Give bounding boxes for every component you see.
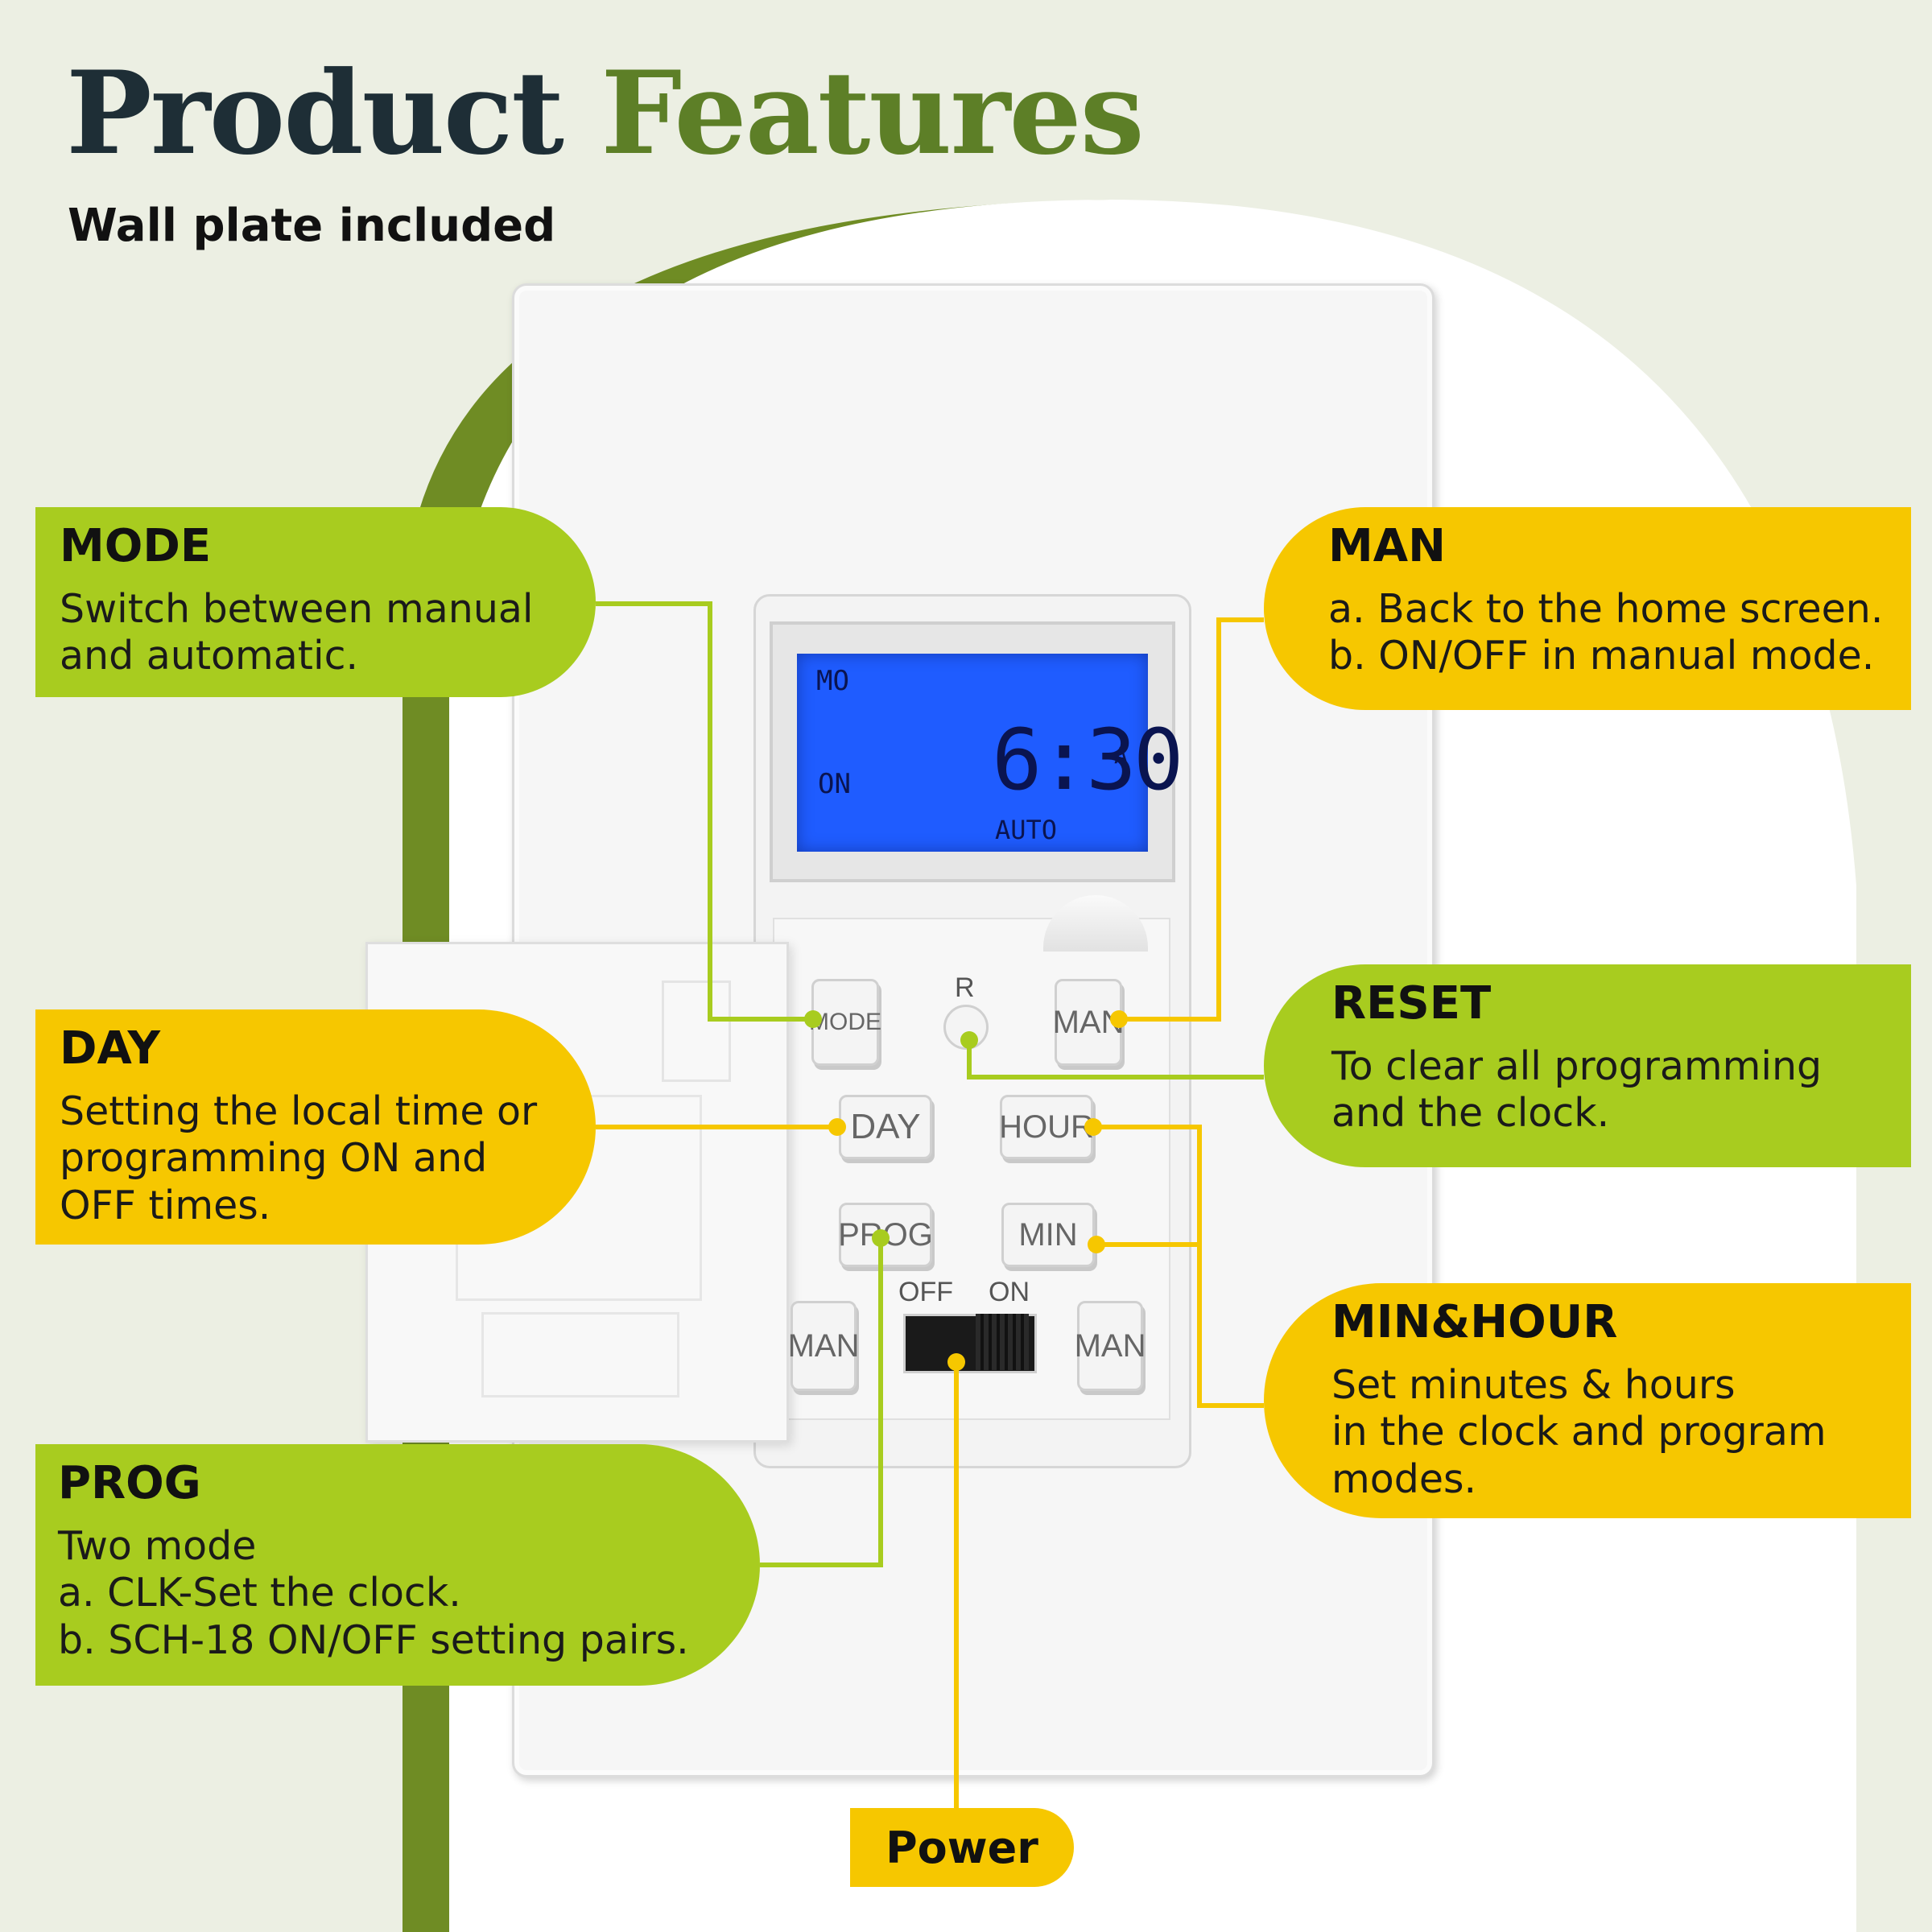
connector-reset [967, 1038, 1264, 1080]
man-left-button[interactable]: MAN [788, 1301, 859, 1391]
switch-off-label: OFF [898, 1277, 953, 1307]
lcd-time: 6:30 [992, 711, 1183, 809]
man-right-button[interactable]: MAN [1075, 1301, 1146, 1391]
callout-reset-text: To clear all programming and the clock. [1331, 1042, 1823, 1137]
callout-man-heading: MAN [1328, 520, 1446, 572]
reset-label: R [955, 972, 975, 1003]
callout-man: MAN a. Back to the home screen. b. ON/OF… [1264, 507, 1911, 710]
day-button[interactable]: DAY [839, 1095, 932, 1159]
callout-mode-text: Switch between manual and automatic. [60, 585, 534, 679]
connector-prog [760, 1238, 883, 1567]
lcd-mode: AUTO [995, 815, 1058, 845]
callout-reset-heading: RESET [1331, 977, 1492, 1030]
callout-reset: RESET To clear all programming and the c… [1264, 964, 1911, 1167]
lcd-state: ON [818, 768, 851, 800]
cover-detail [481, 1312, 679, 1397]
switch-on-label: ON [989, 1277, 1030, 1307]
callout-minhour-heading: MIN&HOUR [1331, 1296, 1618, 1348]
connector-dot [1110, 1010, 1128, 1028]
callout-prog: PROG Two mode a. CLK-Set the clock. b. S… [35, 1444, 760, 1686]
connector-dot [804, 1010, 822, 1028]
callout-day-text: Setting the local time or programming ON… [60, 1088, 538, 1229]
min-button[interactable]: MIN [1001, 1203, 1095, 1267]
page-title: Product Features [66, 56, 1145, 171]
connector-hour [1093, 1125, 1264, 1408]
callout-man-text: a. Back to the home screen. b. ON/OFF in… [1328, 585, 1884, 679]
callout-day: DAY Setting the local time or programmin… [35, 1009, 596, 1245]
callout-day-heading: DAY [60, 1022, 161, 1075]
connector-mode [596, 601, 813, 1022]
connector-dot [1084, 1118, 1102, 1136]
connector-dot [1088, 1236, 1105, 1253]
lcd-screen [797, 654, 1148, 852]
title-word-features: Features [601, 47, 1144, 180]
connector-man [1119, 617, 1264, 1022]
power-switch-knob[interactable] [976, 1314, 1029, 1370]
callout-prog-text: Two mode a. CLK-Set the clock. b. SCH-18… [58, 1522, 689, 1664]
connector-dot [872, 1229, 890, 1247]
callout-minhour: MIN&HOUR Set minutes & hours in the cloc… [1264, 1283, 1911, 1518]
callout-mode: MODE Switch between manual and automatic… [35, 507, 596, 697]
callout-power: Power [850, 1808, 1074, 1887]
connector-dot [947, 1353, 965, 1371]
callout-prog-heading: PROG [58, 1457, 201, 1509]
connector-dot [960, 1031, 978, 1049]
hour-button[interactable]: HOUR [999, 1095, 1094, 1159]
page-subtitle: Wall plate included [68, 200, 556, 252]
lcd-ampm: A [1114, 742, 1128, 769]
connector-dot [828, 1118, 846, 1136]
lcd-day: MO [816, 665, 849, 697]
mode-button[interactable]: MODE [809, 979, 881, 1066]
callout-mode-heading: MODE [60, 520, 212, 572]
title-word-product: Product [66, 47, 564, 180]
cover-detail [662, 980, 731, 1082]
callout-minhour-text: Set minutes & hours in the clock and pro… [1331, 1361, 1827, 1503]
